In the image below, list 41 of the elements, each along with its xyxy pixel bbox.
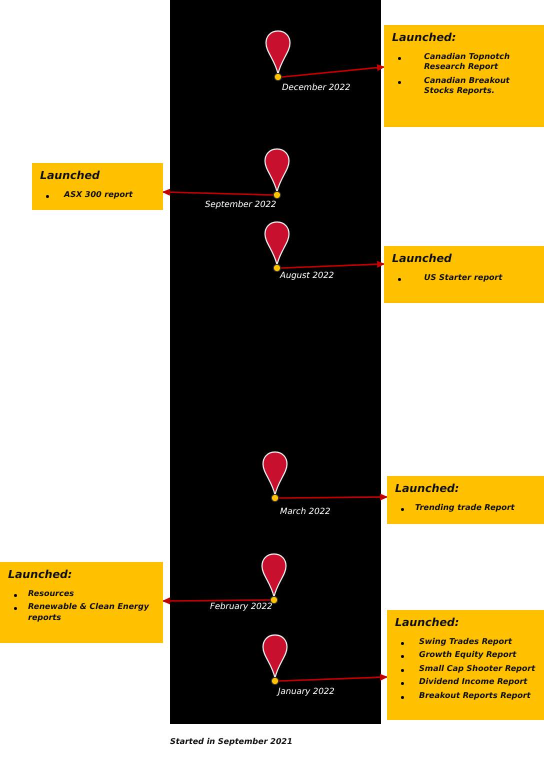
- bullet-item: Canadian Breakout Stocks Reports.: [392, 76, 538, 97]
- info-box: [384, 25, 544, 127]
- bullet-item: Resources: [8, 589, 157, 600]
- date-label: December 2022: [282, 83, 350, 93]
- arrow: [282, 64, 385, 78]
- bullet-item: Breakout Reports Report: [395, 690, 538, 701]
- box-heading: Launched:: [8, 568, 74, 581]
- box-heading: Launched:: [395, 616, 460, 629]
- arrow: [278, 674, 388, 682]
- box-heading: Launched: [40, 169, 101, 182]
- info-box: [32, 163, 163, 210]
- map-pin-icon: [265, 30, 291, 84]
- bullet-item: Dividend Income Report: [395, 677, 538, 688]
- arrow: [280, 260, 385, 269]
- arrow: [162, 188, 274, 196]
- caption: Started in September 2021: [170, 737, 293, 746]
- date-label: February 2022: [210, 602, 272, 612]
- date-label: January 2022: [278, 687, 335, 697]
- arrow: [162, 597, 270, 604]
- bullet-item: Swing Trades Report: [395, 637, 538, 648]
- bullet-item: US Starter report: [392, 273, 538, 284]
- arrow: [279, 494, 388, 501]
- date-label: March 2022: [280, 507, 330, 517]
- date-label: August 2022: [280, 271, 334, 281]
- box-heading: Launched:: [392, 31, 458, 44]
- date-label: September 2022: [205, 200, 276, 210]
- info-box: [0, 562, 163, 643]
- bullet-item: Canadian Topnotch Research Report: [392, 52, 538, 73]
- box-heading: Launched:: [395, 482, 460, 495]
- map-pin-icon: [264, 148, 290, 202]
- bullet-item: Growth Equity Report: [395, 650, 538, 661]
- info-box: [387, 610, 544, 720]
- box-heading: Launched: [392, 252, 453, 265]
- bullet-item: Small Cap Shooter Report: [395, 664, 538, 674]
- info-box: [384, 246, 544, 303]
- map-pin-icon: [262, 634, 288, 688]
- bullet-item: ASX 300 report: [40, 190, 157, 200]
- bullet-item: Trending trade Report: [395, 503, 538, 514]
- info-box: [387, 476, 544, 524]
- map-pin-icon: [262, 451, 288, 505]
- bullet-item: Renewable & Clean Energy reports: [8, 602, 157, 624]
